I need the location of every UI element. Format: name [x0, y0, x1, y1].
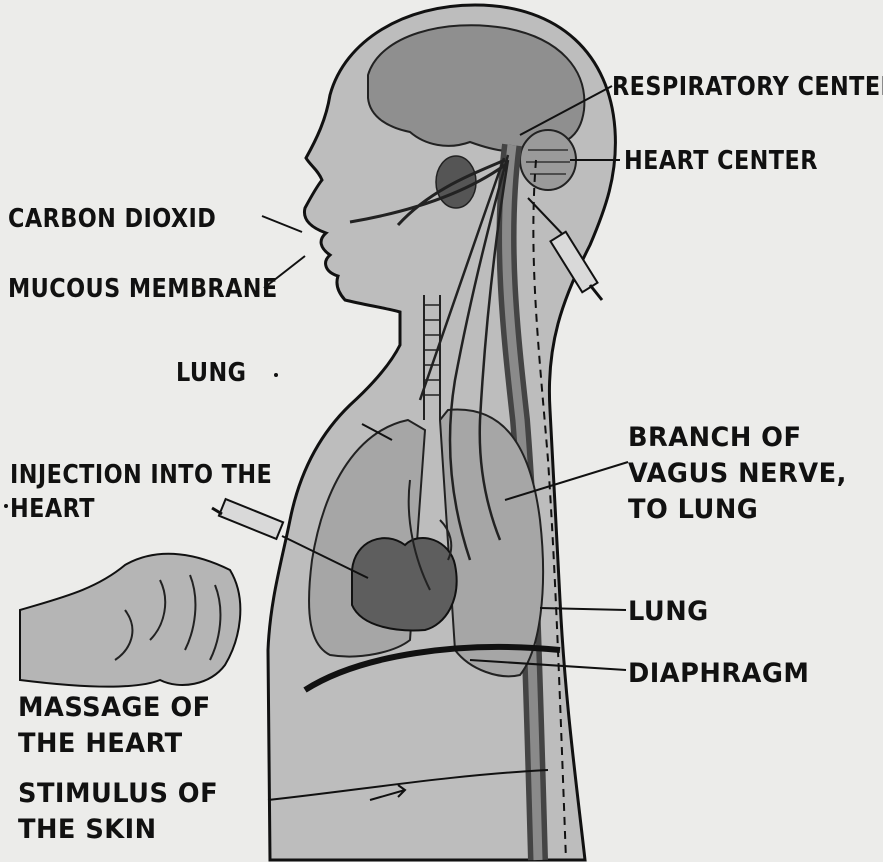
label-mucous-membrane: MUCOUS MEMBRANE: [8, 272, 278, 306]
label-injection-line1: INJECTION INTO THE: [10, 458, 272, 492]
label-massage-line2: THE HEART: [18, 726, 211, 762]
label-vagus-line2: VAGUS NERVE,: [628, 456, 847, 492]
label-injection: INJECTION INTO THE HEART: [10, 458, 272, 526]
label-stimulus-line1: STIMULUS OF: [18, 776, 218, 812]
label-stimulus-line2: THE SKIN: [18, 812, 218, 848]
label-vagus-line1: BRANCH OF: [628, 420, 847, 456]
label-lung-upper: LUNG: [176, 356, 246, 390]
label-diaphragm: DIAPHRAGM: [628, 656, 809, 692]
label-stimulus: STIMULUS OF THE SKIN: [18, 776, 218, 848]
heart: [352, 538, 457, 630]
label-injection-line2: HEART: [10, 492, 272, 526]
label-lung-lower: LUNG: [628, 594, 709, 630]
cerebellum: [520, 130, 576, 190]
label-massage: MASSAGE OF THE HEART: [18, 690, 211, 762]
label-vagus-nerve: BRANCH OF VAGUS NERVE, TO LUNG: [628, 420, 847, 528]
label-respiratory-center: RESPIRATORY CENTER: [612, 70, 883, 104]
label-vagus-line3: TO LUNG: [628, 492, 847, 528]
label-massage-line1: MASSAGE OF: [18, 690, 211, 726]
label-carbon-dioxid: CARBON DIOXID: [8, 202, 216, 236]
label-heart-center: HEART CENTER: [624, 144, 818, 178]
